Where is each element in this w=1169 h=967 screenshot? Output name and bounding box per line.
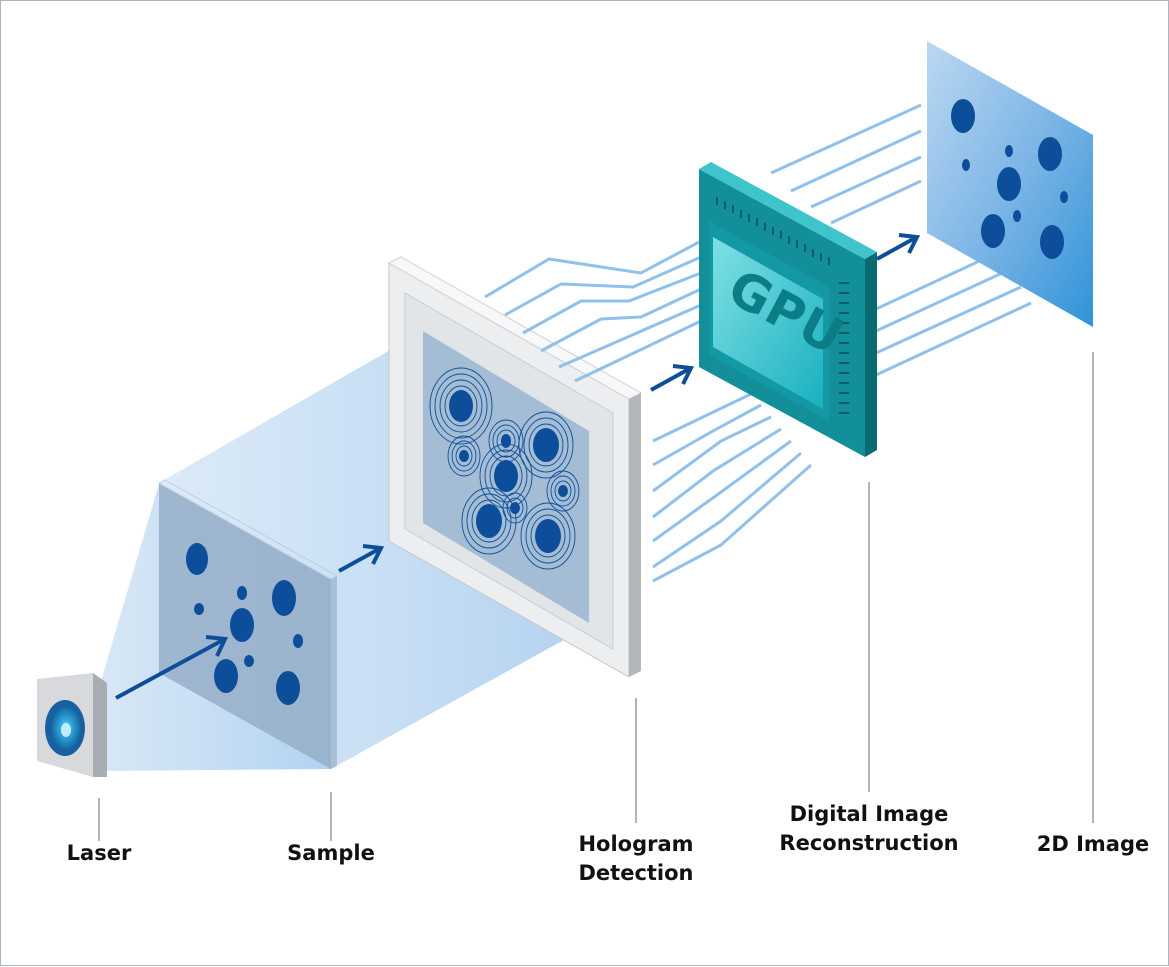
- caption-reconstruction-line2: Reconstruction: [779, 831, 959, 855]
- data-lines-to-gpu: [484, 239, 812, 583]
- gpu-chip-icon: GPU: [699, 162, 877, 457]
- laser-arrow: [115, 635, 229, 700]
- hologram-sensor-icon: [387, 256, 643, 678]
- leader-lines: [98, 352, 1094, 841]
- caption-sample-text: Sample: [287, 841, 375, 865]
- hologram-arrow: [650, 364, 695, 392]
- gpu-arrow: [876, 233, 921, 261]
- caption-2d-image: 2D Image: [1023, 830, 1163, 859]
- sample-arrow: [338, 544, 385, 573]
- caption-sample: Sample: [271, 839, 391, 868]
- caption-laser: Laser: [49, 839, 149, 868]
- caption-2d-image-text: 2D Image: [1036, 832, 1150, 856]
- caption-digital-reconstruction: Digital Image Reconstruction: [779, 800, 959, 858]
- caption-hologram-line1: Hologram: [578, 832, 694, 856]
- caption-hologram-detection: Hologram Detection: [566, 830, 706, 888]
- caption-reconstruction-line1: Digital Image: [789, 802, 949, 826]
- caption-hologram-line2: Detection: [578, 861, 694, 885]
- image-panel-icon: [927, 41, 1093, 327]
- laser-icon: [37, 673, 107, 777]
- caption-laser-text: Laser: [66, 841, 132, 865]
